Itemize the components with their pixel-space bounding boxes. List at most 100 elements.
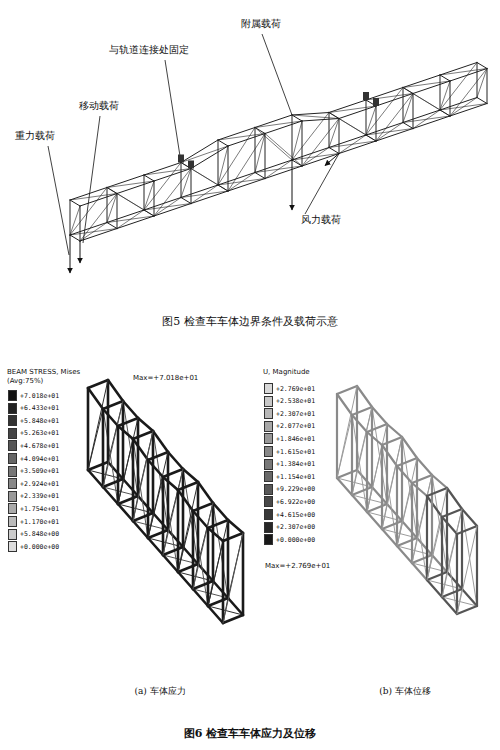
load-arrow [80,241,81,263]
truss-member [367,424,387,432]
truss-member [352,407,372,415]
subfigure-caption: (b) 车体位移 [378,686,432,696]
truss-member [103,479,123,487]
colorbar-swatch [264,421,273,432]
truss-member [70,194,117,201]
truss-member [133,431,153,439]
colorbar-entry: +5.848e+00 [8,529,59,540]
truss-member [457,526,477,534]
truss-member [265,134,266,179]
truss-member [366,106,376,135]
truss-member [228,598,243,615]
truss-member [118,418,138,426]
truss-member [152,431,155,513]
truss-member [450,69,487,82]
colorbar-entry: +4.094e+01 [8,453,59,464]
stress-contour-model [88,380,243,623]
truss-member [403,75,440,88]
truss-member [292,115,302,121]
colorbar-entry: +1.384e+01 [264,459,315,470]
colorbar-value: +1.754e+01 [20,505,59,513]
truss-member [386,424,388,504]
fixed-support [178,155,184,163]
truss-member [329,106,376,113]
colorbar-entry: +3.509e+01 [8,466,59,477]
truss-member [118,426,133,439]
truss-member [178,482,198,490]
truss-member [432,475,447,488]
truss-member [168,452,183,469]
truss-member [376,106,377,141]
truss-member [80,223,107,242]
truss-member [218,140,219,185]
truss-member [148,452,168,538]
truss-member [107,380,110,462]
truss-member [477,63,487,69]
colorbar-swatch [264,484,273,495]
colorbar-swatch [264,534,273,545]
truss-member [227,520,230,598]
truss-member [442,589,462,597]
truss-member [336,394,338,478]
colorbar-entry: +2.307e+01 [264,408,315,419]
truss-member [337,478,352,495]
truss-member [403,110,440,123]
legend-title: BEAM STRESS, Mises [6,368,81,376]
truss-member [427,488,447,580]
truss-member [178,572,193,589]
truss-member [329,135,366,148]
truss-member [302,119,339,167]
truss-member [138,496,153,513]
truss-member [476,526,478,606]
truss-member [450,81,451,116]
colorbar-value: +5.263e+01 [20,429,59,437]
truss-member [80,206,81,241]
truss-member [255,134,265,173]
fixed-support [363,92,369,100]
colorbar-swatch [264,383,273,394]
truss-member [402,437,417,538]
truss-member [339,141,376,154]
truss-member [228,134,265,192]
truss-member [440,69,487,76]
truss-member [292,115,339,119]
truss-member [329,148,339,154]
truss-member [457,526,477,614]
truss-member [329,100,366,113]
truss-member [70,206,80,235]
truss-member [357,386,372,407]
truss-model [70,63,487,242]
truss-member [88,388,103,409]
truss-member [450,98,477,117]
truss-member [88,462,108,470]
truss-member [192,511,195,589]
truss-member [144,175,154,181]
truss-member [118,496,138,504]
colorbar-swatch [8,453,17,464]
truss-member [416,458,418,538]
truss-member [181,185,218,198]
load-label: 移动载荷 [78,100,120,112]
truss-member [154,169,191,217]
truss-member [108,462,123,479]
truss-member [148,530,168,538]
truss-member [107,188,108,223]
truss-member [397,546,412,563]
colorbar-value: +1.846e+01 [276,435,315,443]
truss-member [118,504,133,521]
truss-member [177,490,180,572]
leader-line [305,154,339,215]
truss-member [397,466,412,483]
truss-member [477,63,478,98]
truss-member [292,113,329,161]
truss-member [148,452,168,460]
colorbar-swatch [264,471,273,482]
truss-member [117,210,144,229]
support-label: 与轨道连接处固定 [108,44,190,56]
truss-member [154,198,181,217]
truss-member [144,181,154,210]
truss-member [144,210,154,216]
figure-caption: 图5 检查车车体边界条件及载荷示意 [161,316,339,329]
colorbar-value: +5.848e+01 [20,417,59,425]
truss-member [117,426,120,504]
